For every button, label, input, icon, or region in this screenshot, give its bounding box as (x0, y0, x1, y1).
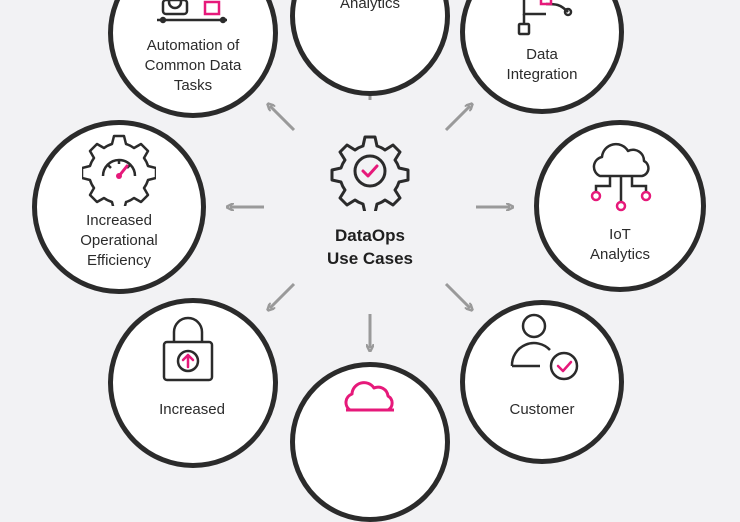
workflow-nodes-icon (517, 0, 573, 36)
node-bottom-right-label: Customer (509, 401, 575, 418)
node-top-left-label: Automation of Common Data Tasks (144, 37, 242, 94)
arrow-bottom-left (270, 282, 296, 308)
user-check-icon (510, 313, 579, 381)
cloud-network-icon (590, 142, 652, 212)
node-top-right-label: Data Integration (506, 46, 578, 83)
node-left-label: Increased Operational Efficiency (80, 212, 158, 269)
padlock-arrow-icon (162, 316, 214, 382)
arrow-top-left (270, 106, 296, 132)
center-title: DataOps Use Cases (326, 226, 413, 268)
gear-check-icon (330, 135, 410, 211)
node-bottom-left-label: Increased (159, 401, 225, 418)
gear-gauge-icon (82, 134, 156, 206)
connector-arrows (0, 0, 740, 414)
node-left (32, 120, 206, 294)
arrow-top-right (444, 106, 470, 132)
cloud-icon (344, 381, 394, 412)
node-top-label: Analytics (339, 0, 401, 12)
arrow-bottom-right (444, 282, 470, 308)
node-right-label: IoT Analytics (589, 226, 651, 263)
robot-conveyor-icon (157, 0, 227, 24)
